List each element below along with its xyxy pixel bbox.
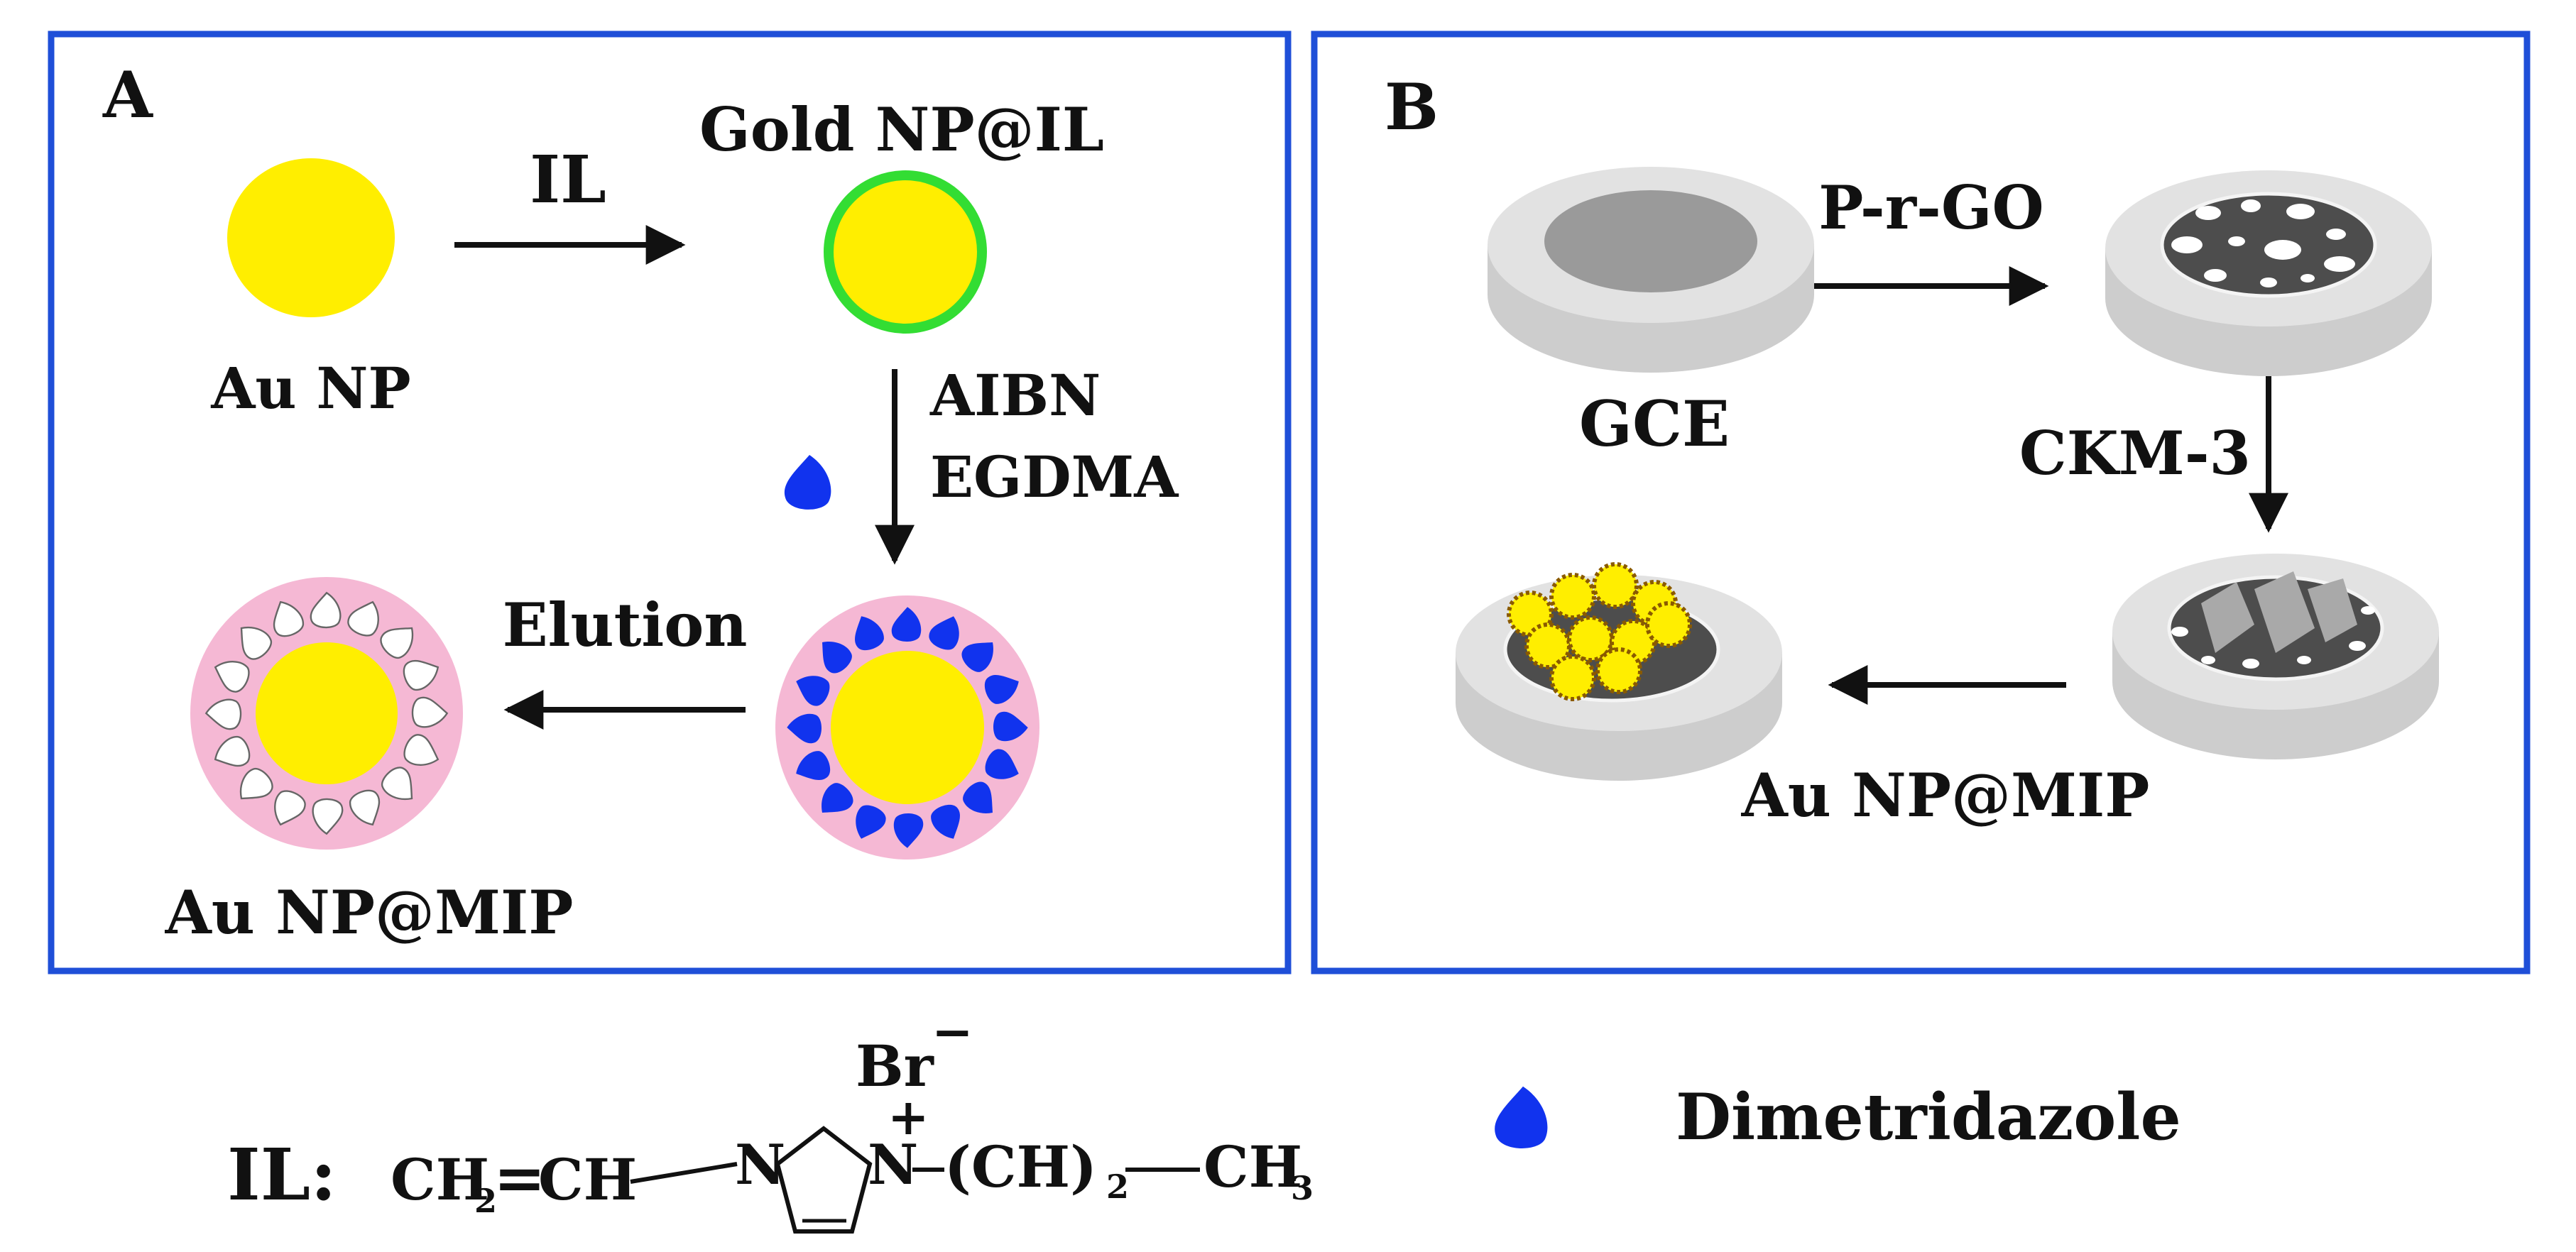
imprinted-cavity bbox=[347, 600, 379, 637]
legend: Dimetridazole bbox=[1495, 1080, 2181, 1155]
imprinted-cavity bbox=[240, 626, 272, 660]
imprinted-cavity bbox=[349, 789, 381, 826]
template-molecule bbox=[931, 804, 960, 839]
template-molecule bbox=[822, 783, 853, 813]
au-np-mip-particle bbox=[1549, 654, 1596, 701]
au-np-particle bbox=[227, 158, 395, 317]
gold-np-il-label: Gold NP@IL bbox=[699, 94, 1104, 165]
bound-template-molecules bbox=[787, 607, 1028, 848]
imprinted-cavity bbox=[403, 734, 440, 766]
il-terminal-group: CH bbox=[1204, 1133, 1302, 1200]
il-vinyl-ch2: CH bbox=[391, 1146, 489, 1213]
template-molecule bbox=[855, 616, 884, 651]
au-np-mip-particle bbox=[1645, 601, 1692, 648]
template-molecule bbox=[796, 751, 831, 780]
imprinted-cavity bbox=[239, 768, 273, 800]
panel-b-letter: B bbox=[1385, 70, 1439, 145]
panel-a-frame bbox=[48, 31, 1292, 974]
imprinted-cavity bbox=[214, 735, 251, 767]
template-molecule bbox=[822, 642, 852, 674]
template-molecule bbox=[993, 711, 1028, 742]
elution-label: Elution bbox=[503, 590, 748, 660]
bond-vinyl-n1 bbox=[630, 1162, 738, 1184]
il-vinyl-eq: = bbox=[493, 1141, 546, 1214]
template-molecule bbox=[796, 676, 830, 706]
ckm3-label: CKM-3 bbox=[2019, 418, 2251, 488]
imprinted-cavity bbox=[380, 627, 414, 659]
prgo-label: P-r-GO bbox=[1818, 172, 2043, 243]
panel-b-frame bbox=[1311, 31, 2531, 974]
template-molecule bbox=[891, 607, 922, 642]
reagent-egdma: EGDMA bbox=[930, 444, 1179, 510]
gold-np-il-particle bbox=[824, 170, 987, 334]
imprinted-cavity bbox=[274, 790, 306, 826]
il-ring-n3: N bbox=[868, 1133, 918, 1197]
il-chain-group: (CH) bbox=[944, 1133, 1097, 1200]
template-molecule bbox=[856, 805, 886, 839]
template-molecule bbox=[985, 749, 1019, 779]
imprinted-cavity bbox=[310, 591, 342, 629]
il-terminal-sub: 3 bbox=[1291, 1169, 1314, 1207]
imprinted-cavity bbox=[403, 659, 440, 691]
au-np-mip-modified-electrode bbox=[1456, 562, 1782, 781]
au-np-label: Au NP bbox=[210, 355, 410, 422]
au-np-mip-eluted bbox=[190, 577, 463, 850]
imprinted-cavities bbox=[204, 591, 449, 835]
au-np-mip-with-template bbox=[775, 595, 1039, 860]
il-vinyl-ch2-sub: 2 bbox=[474, 1182, 497, 1220]
il-counter-charge: − bbox=[932, 1002, 973, 1061]
panel-a-letter: A bbox=[102, 57, 153, 133]
template-molecule bbox=[893, 813, 924, 848]
template-droplet-icon bbox=[784, 455, 831, 510]
ionic-liquid-structure: IL: CH 2 = CH N N + Br − (CH) 2 CH 3 bbox=[227, 1002, 1314, 1234]
au-np-mip-particle bbox=[1549, 573, 1596, 620]
reagent-aibn: AIBN bbox=[929, 362, 1101, 429]
template-molecule bbox=[984, 675, 1019, 704]
imprinted-cavity bbox=[273, 600, 305, 637]
gce-label: GCE bbox=[1579, 387, 1730, 461]
imprinted-cavity bbox=[214, 661, 250, 693]
au-np-mip-particle bbox=[1592, 562, 1639, 609]
imprinted-cavity bbox=[312, 798, 344, 835]
imprinted-cavity bbox=[381, 767, 413, 801]
dimetridazole-droplet-icon bbox=[1495, 1086, 1548, 1148]
il-vinyl-ch: CH bbox=[538, 1146, 637, 1213]
template-molecule bbox=[961, 642, 993, 672]
template-molecule bbox=[963, 781, 993, 813]
il-prefix: IL: bbox=[227, 1133, 337, 1217]
au-np-mip-label-a: Au NP@MIP bbox=[165, 877, 574, 948]
template-molecule bbox=[787, 713, 822, 744]
prgo-modified-electrode bbox=[2105, 170, 2432, 376]
au-np-mip-label-b: Au NP@MIP bbox=[1741, 760, 2150, 830]
ckm3-modified-electrode bbox=[2112, 554, 2439, 759]
il-chain-sub: 2 bbox=[1106, 1168, 1129, 1206]
imidazolium-ring bbox=[775, 1126, 873, 1234]
legend-dimetridazole-label: Dimetridazole bbox=[1676, 1080, 2181, 1155]
imprinted-cavity bbox=[204, 698, 242, 730]
il-plus: + bbox=[888, 1087, 929, 1146]
il-arrow-label: IL bbox=[530, 141, 606, 218]
template-molecule bbox=[929, 616, 959, 650]
au-np-mip-particle bbox=[1595, 647, 1642, 694]
au-np-mip-particles bbox=[1507, 562, 1692, 701]
gce-electrode bbox=[1488, 167, 1814, 373]
imprinted-cavity bbox=[411, 696, 449, 728]
il-counter-ion: Br bbox=[856, 1033, 934, 1099]
